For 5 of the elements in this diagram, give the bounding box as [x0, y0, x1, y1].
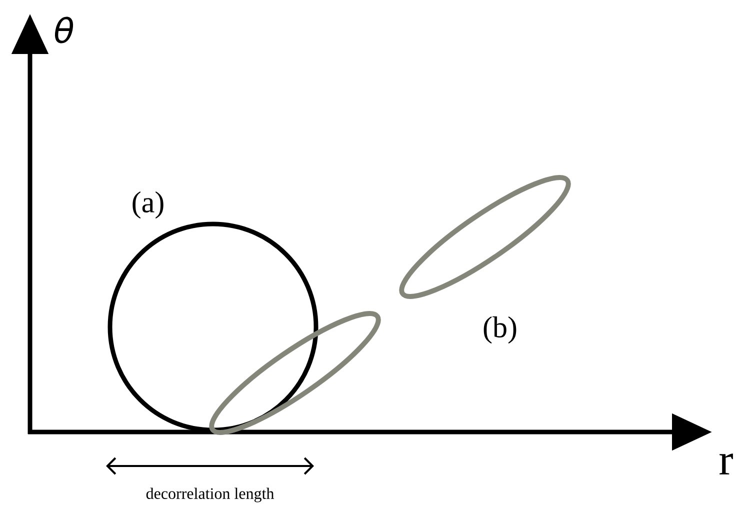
axis-label: r — [720, 454, 733, 474]
dimension-label: decorrelation length — [146, 488, 274, 502]
panel-label: (a) — [132, 191, 164, 219]
panel-label: (b) — [484, 316, 516, 344]
axis-label: θ — [54, 16, 74, 44]
